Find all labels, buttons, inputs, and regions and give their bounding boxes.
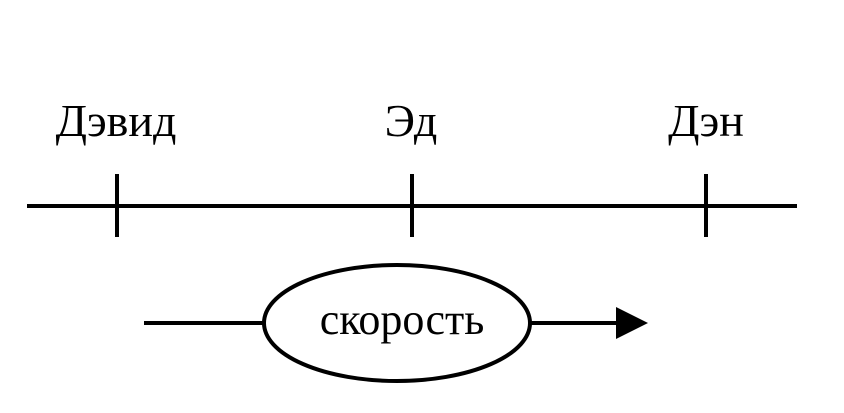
velocity-label: скорость: [320, 295, 485, 344]
arrow-right-icon: [616, 307, 648, 339]
person-label-dan: Дэн: [668, 95, 744, 146]
person-label-david: Дэвид: [56, 95, 177, 146]
person-label-ed: Эд: [385, 95, 438, 146]
